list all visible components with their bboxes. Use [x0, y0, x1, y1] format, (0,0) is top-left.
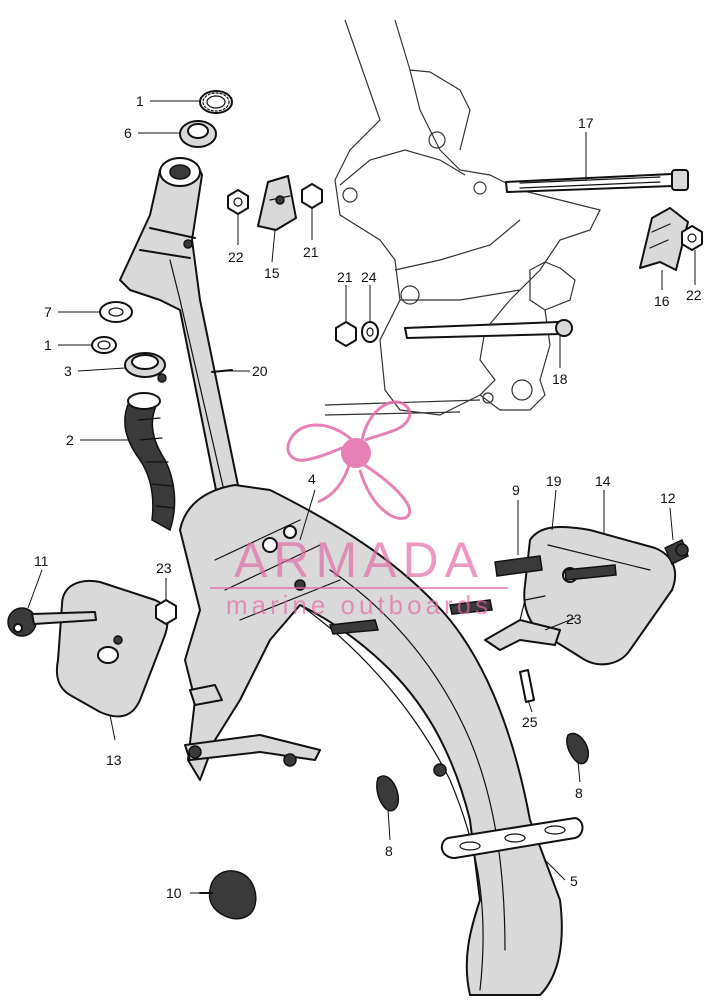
callout-1-top: 1	[136, 93, 144, 109]
part-14-side-cover	[523, 526, 677, 666]
callout-3: 3	[64, 363, 72, 379]
part-3-hose-clamp	[124, 352, 167, 383]
callout-21-top: 21	[303, 244, 319, 260]
part-18-bolt	[404, 319, 573, 339]
callout-8-left: 8	[385, 843, 393, 859]
callout-15: 15	[264, 265, 280, 281]
part-7-washer	[99, 301, 133, 323]
watermark: ARMADA marine outboards	[210, 400, 508, 620]
part-22-nut-left	[227, 189, 249, 215]
watermark-tagline: marine outboards	[226, 590, 492, 620]
part-9-stud	[494, 555, 543, 577]
part-8-anode-right	[566, 732, 590, 765]
callout-18: 18	[552, 371, 568, 387]
part-22-nut-right	[681, 225, 703, 251]
callout-23-right: 23	[566, 611, 582, 627]
callout-10: 10	[166, 885, 182, 901]
callout-7: 7	[44, 304, 52, 320]
callout-6: 6	[124, 125, 132, 141]
part-11-knob	[7, 607, 97, 637]
callout-8-right: 8	[575, 785, 583, 801]
callout-19: 19	[546, 473, 562, 489]
callout-17: 17	[578, 115, 594, 131]
frame-outline	[324, 19, 601, 416]
callout-1-left: 1	[44, 337, 52, 353]
part-8-anode-left	[376, 775, 400, 812]
callout-24: 24	[361, 269, 377, 285]
part-10-cap	[199, 870, 257, 920]
callout-23-left: 23	[156, 560, 172, 576]
part-21-nut-top	[301, 183, 323, 209]
callout-9: 9	[512, 482, 520, 498]
callout-14: 14	[595, 473, 611, 489]
part-6-bushing	[179, 120, 217, 148]
callout-20: 20	[252, 363, 268, 379]
part-23-clip-right	[484, 595, 561, 651]
leader-lines	[27, 100, 696, 894]
part-5-cavitation-plate	[440, 817, 584, 859]
callout-22-left: 22	[228, 249, 244, 265]
propeller-logo	[286, 400, 412, 520]
part-17-long-bolt	[505, 169, 689, 193]
callout-16: 16	[654, 293, 670, 309]
part-12-knob	[664, 538, 689, 566]
part-24-washer	[361, 321, 379, 343]
callout-4: 4	[308, 471, 316, 487]
part-23-plug-left	[155, 599, 177, 625]
part-15-bracket	[257, 175, 297, 231]
part-2-hose	[124, 392, 176, 532]
callout-5: 5	[570, 873, 578, 889]
callout-22-right: 22	[686, 287, 702, 303]
part-4-main-housing	[179, 484, 563, 996]
callout-11: 11	[34, 553, 49, 569]
callout-12: 12	[660, 490, 676, 506]
part-1-ring-top	[199, 90, 233, 114]
part-13-side-cover	[55, 580, 169, 718]
callout-25: 25	[522, 714, 538, 730]
part-16-bracket	[639, 207, 689, 271]
callout-2: 2	[66, 432, 74, 448]
callout-13: 13	[106, 752, 122, 768]
part-20-tiller-tube	[119, 157, 241, 501]
mounting-bracket	[184, 684, 321, 767]
part-21-nut-lower	[335, 321, 357, 347]
part-25-pin	[519, 669, 535, 703]
callout-21-lower: 21	[337, 269, 353, 285]
watermark-brand: ARMADA	[234, 532, 484, 588]
part-1-ring-left	[91, 336, 117, 354]
callout-numbers: 1 6 22 15 21 17 16 22 21 24 7 1 3 20 18 …	[34, 93, 702, 901]
